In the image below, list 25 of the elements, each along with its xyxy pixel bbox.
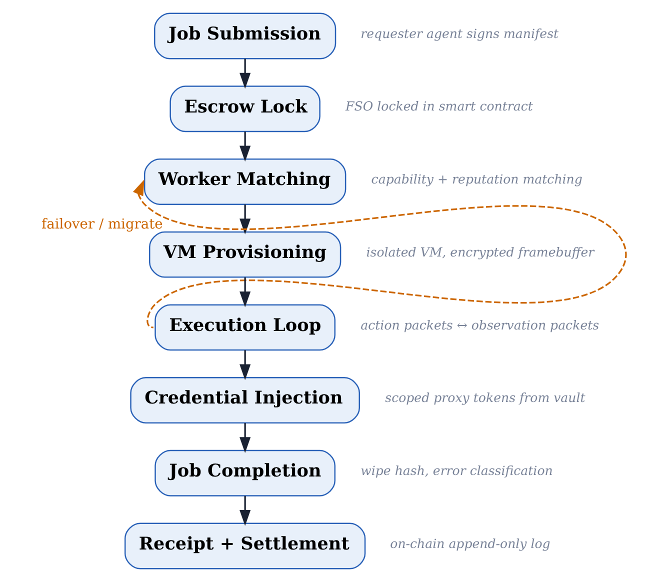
arrow [239, 496, 250, 526]
node-label: capability + reputation matching [370, 172, 582, 187]
arrow [239, 423, 250, 453]
arrow [132, 179, 626, 328]
arrow [239, 204, 250, 234]
node-box: Credential Injection [130, 377, 360, 424]
arrow [239, 58, 250, 89]
node-label: action packets ↔ observation packets [360, 317, 599, 332]
edge-label: failover / migrate [41, 216, 162, 233]
arrow [239, 350, 250, 380]
node-label: scoped proxy tokens from vault [384, 390, 585, 406]
node-box: Worker Matching [143, 158, 346, 205]
arrow [239, 277, 250, 308]
node-label: requester agent signs manifest [360, 26, 558, 41]
node-box: Execution Loop [154, 304, 336, 351]
node-label: isolated VM, encrypted framebuffer [366, 244, 594, 260]
node-label: on-chain append-only log [390, 536, 550, 551]
node-box: Job Submission [154, 12, 336, 60]
node-box: Receipt + Settlement [124, 522, 366, 570]
node-box: Escrow Lock [169, 86, 320, 132]
arrow [239, 132, 250, 162]
node-box: Job Completion [154, 450, 336, 496]
node-label: FSO locked in smart contract [345, 98, 532, 114]
node-box: VM Provisioning [148, 231, 341, 278]
node-label: wipe hash, error classification [360, 463, 552, 478]
